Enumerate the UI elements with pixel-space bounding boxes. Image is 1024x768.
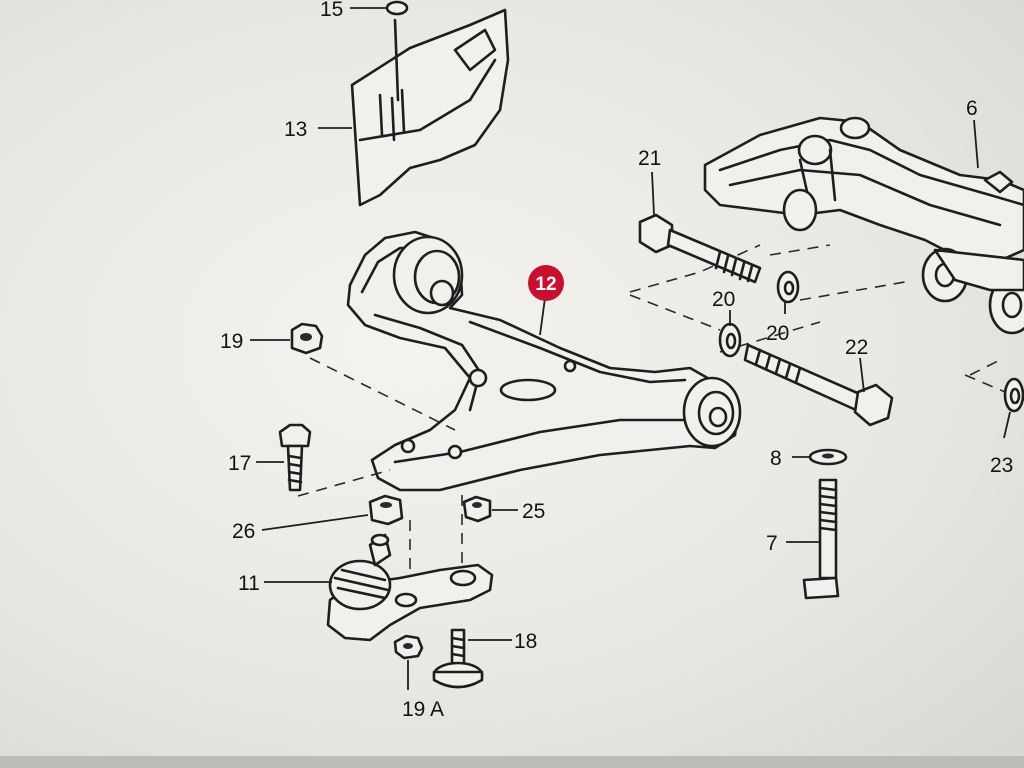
callout-17: 17	[228, 452, 251, 475]
callout-20-left: 20	[712, 288, 735, 311]
part-17-pin	[278, 423, 312, 492]
part-19-nut	[290, 322, 324, 355]
part-19a-nut	[393, 634, 424, 660]
part-11-ball-joint	[326, 533, 494, 642]
callout-12[interactable]: 12	[535, 274, 556, 295]
callout-19: 19	[220, 330, 243, 353]
callout-20-right: 20	[766, 322, 789, 345]
part-22-bolt	[743, 343, 894, 427]
callout-8: 8	[770, 447, 782, 470]
callout-21: 21	[638, 147, 661, 170]
callout-7: 7	[766, 532, 778, 555]
highlight-badge-12[interactable]: 12	[528, 265, 564, 301]
badge-circle[interactable]	[528, 265, 564, 301]
callout-25: 25	[522, 500, 545, 523]
part-21-bolt	[638, 213, 762, 284]
callout-15: 15	[320, 0, 343, 21]
leader-lines	[250, 7, 1011, 690]
part-6-crossmember	[703, 116, 1024, 335]
part-12-control-arm	[346, 230, 742, 492]
part-18-bolt	[432, 628, 484, 689]
part-25-nut	[462, 495, 492, 523]
part-8-washer	[808, 448, 848, 466]
part-13-bracket	[350, 0, 510, 207]
callout-19a: 19 A	[402, 698, 444, 721]
screen-bottom-edge	[0, 756, 1024, 768]
callout-23: 23	[990, 454, 1013, 477]
callout-6: 6	[966, 97, 978, 120]
callout-26: 26	[232, 520, 255, 543]
part-20-washers	[718, 270, 800, 358]
callout-22: 22	[845, 336, 868, 359]
part-23-washer	[1003, 377, 1024, 413]
callout-11: 11	[238, 572, 260, 595]
callout-labels: 15 13 6 21 20 20 22 19 17 8 25 26 7 23 1…	[220, 0, 1013, 721]
part-26-nut	[368, 494, 404, 526]
part-7-bolt	[802, 478, 840, 600]
callout-13: 13	[284, 118, 307, 141]
callout-18: 18	[514, 630, 537, 653]
